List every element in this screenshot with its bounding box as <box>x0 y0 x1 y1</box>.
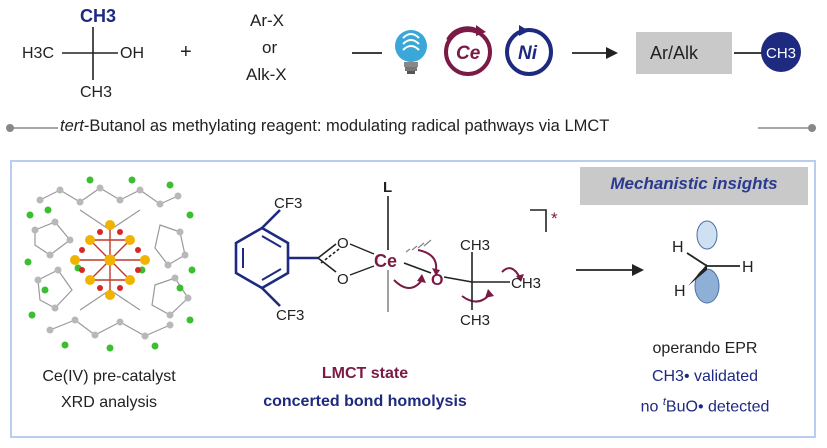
bond-homolysis-label: concerted bond homolysis <box>263 393 467 410</box>
ni-catalyst-icon: Ni <box>505 25 553 76</box>
aryl-ring <box>234 209 318 307</box>
epr-line3-pre: no <box>640 398 663 416</box>
xrd-caption-line2: XRD analysis <box>60 394 158 411</box>
reaction-scheme: CH3 H3C OH CH3 + Ar-X or Alk-X Ce Ni Ar/… <box>22 6 801 101</box>
epr-caption-line2: CH3• validated <box>651 368 759 385</box>
tbu-methyl-bottom: CH3 <box>460 312 490 329</box>
radical-h3: H <box>674 283 686 300</box>
methyl-radical-structure: H H H <box>672 220 754 304</box>
tagline-italic: tert <box>60 117 84 135</box>
tbuoh-hydroxyl: OH <box>120 45 144 62</box>
tagline-rule <box>6 124 816 132</box>
epr-line3-sup: t <box>662 396 666 408</box>
reagent-alkyl-halide: Alk-X <box>246 65 287 84</box>
excited-state-star: * <box>551 209 558 228</box>
plus-sign: + <box>180 41 192 63</box>
epr-line3-post: BuO• detected <box>665 398 770 416</box>
tbuoh-methyl-bottom: CH3 <box>80 84 112 101</box>
cerium-center-label: Ce <box>374 251 397 271</box>
xrd-caption-line1: Ce(IV) pre-catalyst <box>42 368 176 385</box>
cf3-top-label: CF3 <box>274 195 302 212</box>
epr-caption-line3: no tBuO• detected <box>620 396 790 416</box>
reagent-aryl-halide: Ar-X <box>250 11 284 30</box>
electron-flow-arrows <box>393 249 521 303</box>
product-box <box>636 32 732 74</box>
tagline: tert-Butanol as methylating reagent: mod… <box>60 117 609 136</box>
carboxylate-o-bottom: O <box>337 271 349 288</box>
product-label: Ar/Alk <box>650 43 699 63</box>
mechanism-panel <box>10 160 816 438</box>
cf3-bottom-label: CF3 <box>276 307 304 324</box>
ce-catalyst-icon: Ce <box>444 25 492 76</box>
light-bulb-icon <box>395 30 427 74</box>
mechanism-arrow <box>576 264 644 276</box>
tagline-text: -Butanol as methylating reagent: modulat… <box>83 117 610 135</box>
reaction-arrow <box>572 47 618 59</box>
radical-h1: H <box>672 239 684 256</box>
ligand-l-label: L <box>383 179 392 196</box>
insights-title: Mechanistic insights <box>610 174 778 193</box>
epr-caption-line1: operando EPR <box>652 340 758 357</box>
reagent-or: or <box>262 38 277 57</box>
product-methyl: CH3 <box>766 45 796 62</box>
insights-header-box <box>580 167 808 205</box>
alkoxide-o-label: O <box>431 272 443 289</box>
tert-butanol-structure: CH3 H3C OH CH3 <box>22 6 144 101</box>
tbuoh-methyl-top: CH3 <box>80 6 116 26</box>
radical-h2: H <box>742 259 754 276</box>
xrd-structure-image <box>24 176 196 352</box>
lmct-state-label: LMCT state <box>321 365 409 382</box>
tbuoh-methyl-left: H3C <box>22 45 54 62</box>
ce-complex-structure: CF3 CF3 O O L Ce O CH3 CH3 CH3 * <box>234 179 558 329</box>
ce-catalyst-label: Ce <box>456 43 481 64</box>
methyl-badge: CH3 <box>761 32 801 72</box>
ni-catalyst-label: Ni <box>518 43 538 64</box>
tbu-methyl-right: CH3 <box>511 275 541 292</box>
carboxylate-o-top: O <box>337 235 349 252</box>
tbu-methyl-top: CH3 <box>460 237 490 254</box>
